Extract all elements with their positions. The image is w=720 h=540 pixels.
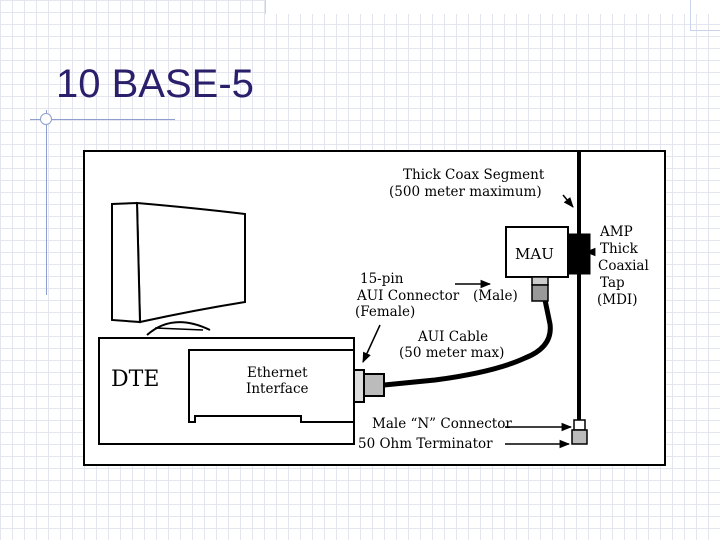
aui-connector-line1: 15-pin [360,271,404,287]
network-diagram: Thick Coax Segment (500 meter maximum) M… [83,150,666,466]
aui-cable-line2: (50 meter max) [399,345,505,361]
aui-cable [383,299,553,388]
terminator [571,429,588,445]
aui-connector-dte [363,373,385,397]
n-connector-label: Male “N” Connector [372,416,512,432]
tap-label-line3: Coaxial [598,258,649,274]
aui-connector-female: (Female) [355,304,416,320]
aui-connector-line2: AUI Connector [357,288,460,304]
coax-label-line1: Thick Coax Segment [403,167,545,183]
monitor-drawing [111,201,246,336]
title-rule-ornament [40,113,52,125]
aui-connector-mau [531,284,549,302]
arrow-coax [562,194,574,208]
dte-label: DTE [111,367,160,392]
title-vertical-rule [46,110,47,295]
tap-label-line5: (MDI) [597,292,638,308]
tap-label-line4: Tap [600,275,625,291]
ethernet-label-line2: Interface [246,381,309,397]
slide-title: 10 BASE-5 [56,62,254,106]
title-underline [30,119,175,120]
terminator-label: 50 Ohm Terminator [358,436,493,452]
tap-label-line2: Thick [600,241,638,257]
aui-connector-male: (Male) [473,288,518,304]
mau-label: MAU [515,245,554,263]
diagram-drawing [98,152,596,449]
ethernet-label-line1: Ethernet [247,365,308,381]
arrow-aui-dte [362,324,381,363]
header-decoration-corner [690,0,720,31]
aui-cable-line1: AUI Cable [418,329,489,345]
header-decoration-band [265,0,720,14]
n-connector [573,419,586,431]
coax-label-line2: (500 meter maximum) [389,184,542,200]
tap-label-line1: AMP [600,224,633,240]
